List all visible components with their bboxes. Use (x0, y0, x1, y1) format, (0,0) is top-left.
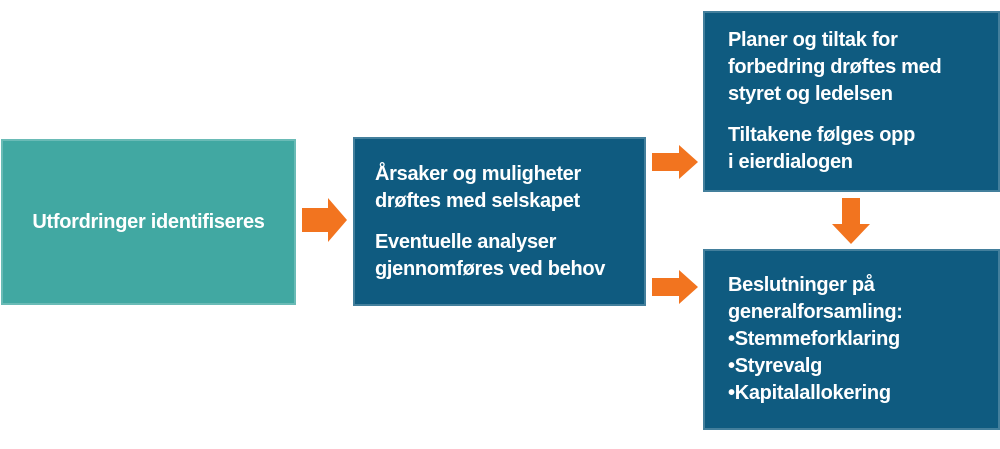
discussion-box-paragraph: Eventuelle analyser gjennomføres ved beh… (375, 230, 606, 280)
plans-box: Planer og tiltak for forbedring drøftes … (703, 11, 1000, 192)
bullet-glyph: • (728, 355, 735, 377)
list-item: •Kapitalallokering (728, 380, 982, 407)
decisions-box-heading: Beslutninger på generalforsamling: (728, 274, 903, 323)
discussion-box-paragraph: Årsaker og muligheter drøftes med selska… (375, 162, 581, 212)
bullet-glyph: • (728, 382, 735, 404)
challenges-box-label: Utfordringer identifiseres (32, 211, 265, 233)
arrow-right-icon (652, 145, 698, 179)
plans-box-paragraph: Planer og tiltak for forbedring drøftes … (728, 29, 942, 105)
decisions-bullet-list: •Stemmeforklaring •Styrevalg •Kapitalall… (728, 326, 982, 407)
challenges-box: Utfordringer identifiseres (1, 139, 296, 305)
arrow-right-icon (302, 198, 347, 242)
plans-box-paragraph: Tiltakene følges opp i eierdialogen (728, 124, 915, 173)
discussion-box: Årsaker og muligheter drøftes med selska… (353, 137, 646, 306)
arrow-right-icon (652, 270, 698, 304)
arrow-down-icon (832, 198, 870, 244)
bullet-glyph: • (728, 328, 735, 350)
list-item-label: Stemmeforklaring (734, 328, 901, 350)
list-item-label: Kapitalallokering (734, 382, 891, 404)
list-item: •Stemmeforklaring (728, 326, 982, 353)
decisions-box: Beslutninger på generalforsamling: •Stem… (703, 249, 1000, 430)
list-item-label: Styrevalg (734, 355, 823, 377)
list-item: •Styrevalg (728, 353, 982, 380)
